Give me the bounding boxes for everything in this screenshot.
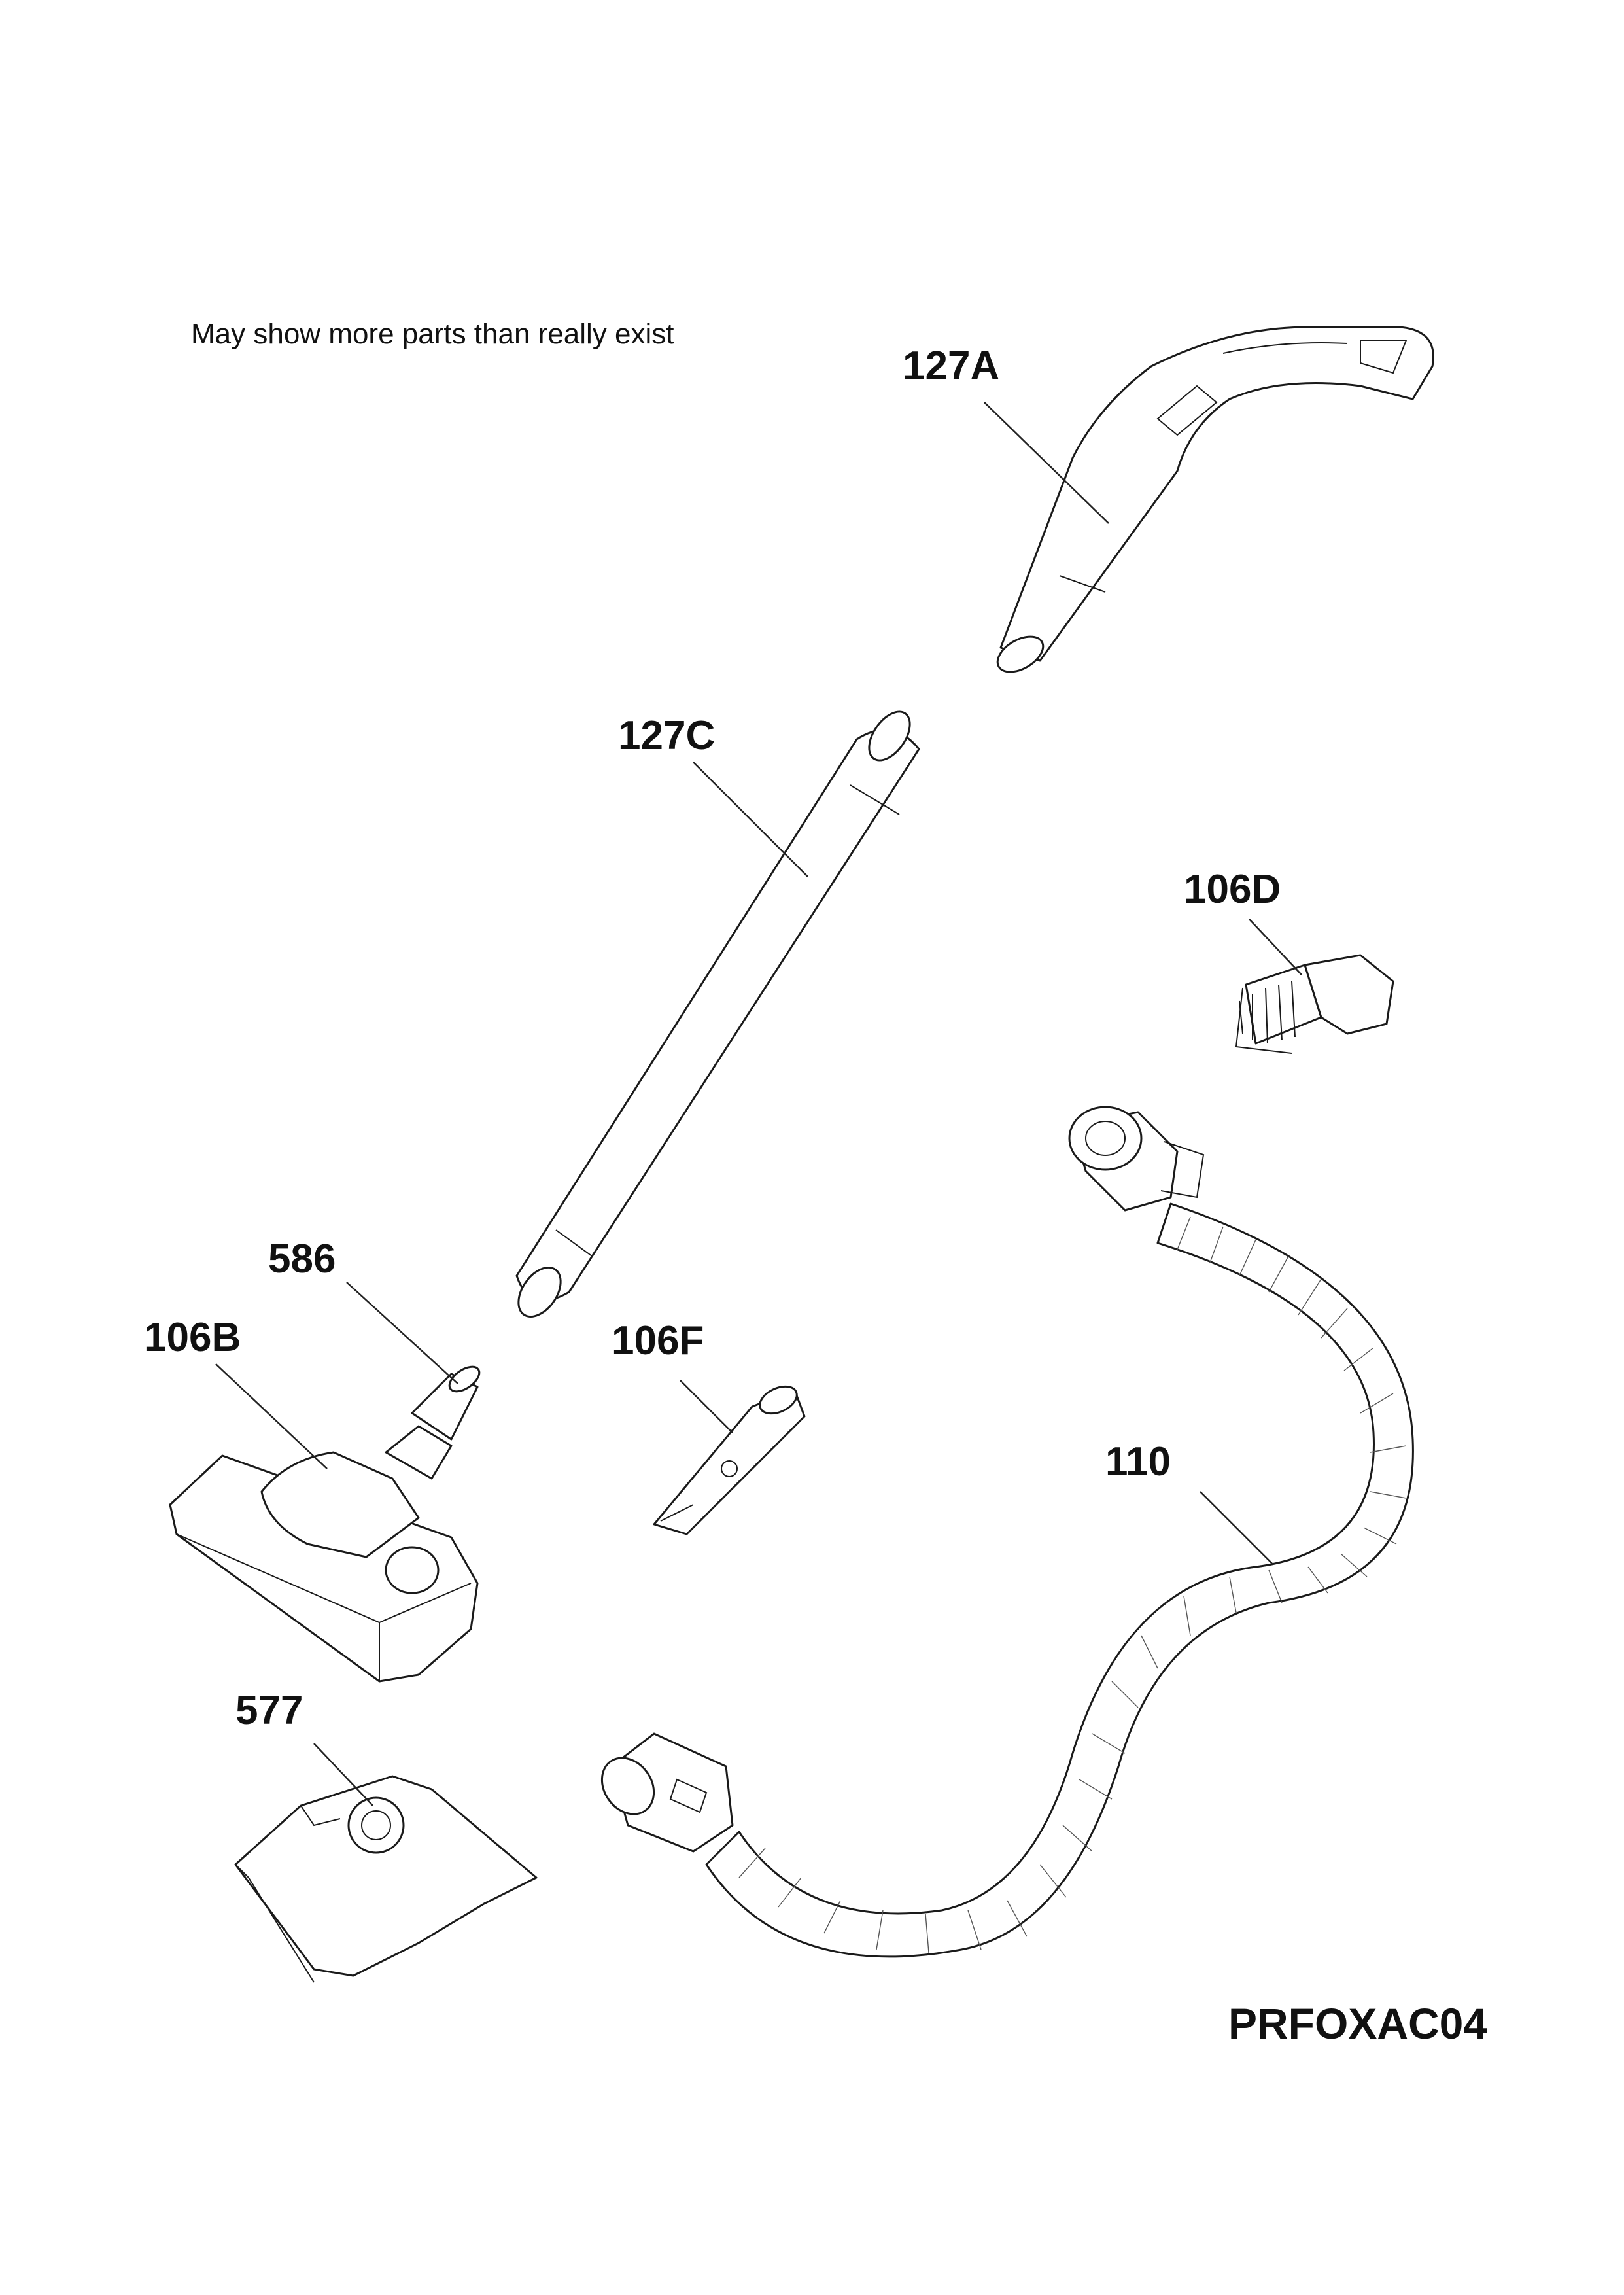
leader-127a [984,402,1109,524]
leader-127c [693,762,808,877]
label-106d: 106D [1184,867,1281,912]
leader-106d [1249,919,1302,975]
leader-106f [680,1380,733,1433]
label-577: 577 [235,1688,303,1733]
leader-577 [313,1743,373,1806]
leader-110 [1200,1491,1273,1564]
label-106b: 106B [144,1315,241,1360]
part-nozzle-106b[interactable] [169,1425,479,1683]
part-tube-127c[interactable] [510,705,920,1324]
label-106f: 106F [612,1318,704,1363]
part-hose-110[interactable] [591,1106,1414,1958]
label-586: 586 [268,1236,336,1282]
label-127a: 127A [903,343,999,389]
part-handle-127a[interactable] [992,326,1434,679]
part-brush-106d[interactable] [1235,954,1394,1054]
leader-586 [346,1282,458,1384]
label-110: 110 [1105,1439,1171,1484]
diagram-code: PRFOXAC04 [1228,1999,1488,2048]
part-connector-586[interactable] [411,1362,483,1441]
label-127c: 127C [618,713,715,758]
disclaimer-note: May show more parts than really exist [191,318,674,350]
part-bag-577[interactable] [234,1775,538,1983]
leader-106b [215,1363,328,1469]
part-crevice-106f[interactable] [653,1381,806,1535]
